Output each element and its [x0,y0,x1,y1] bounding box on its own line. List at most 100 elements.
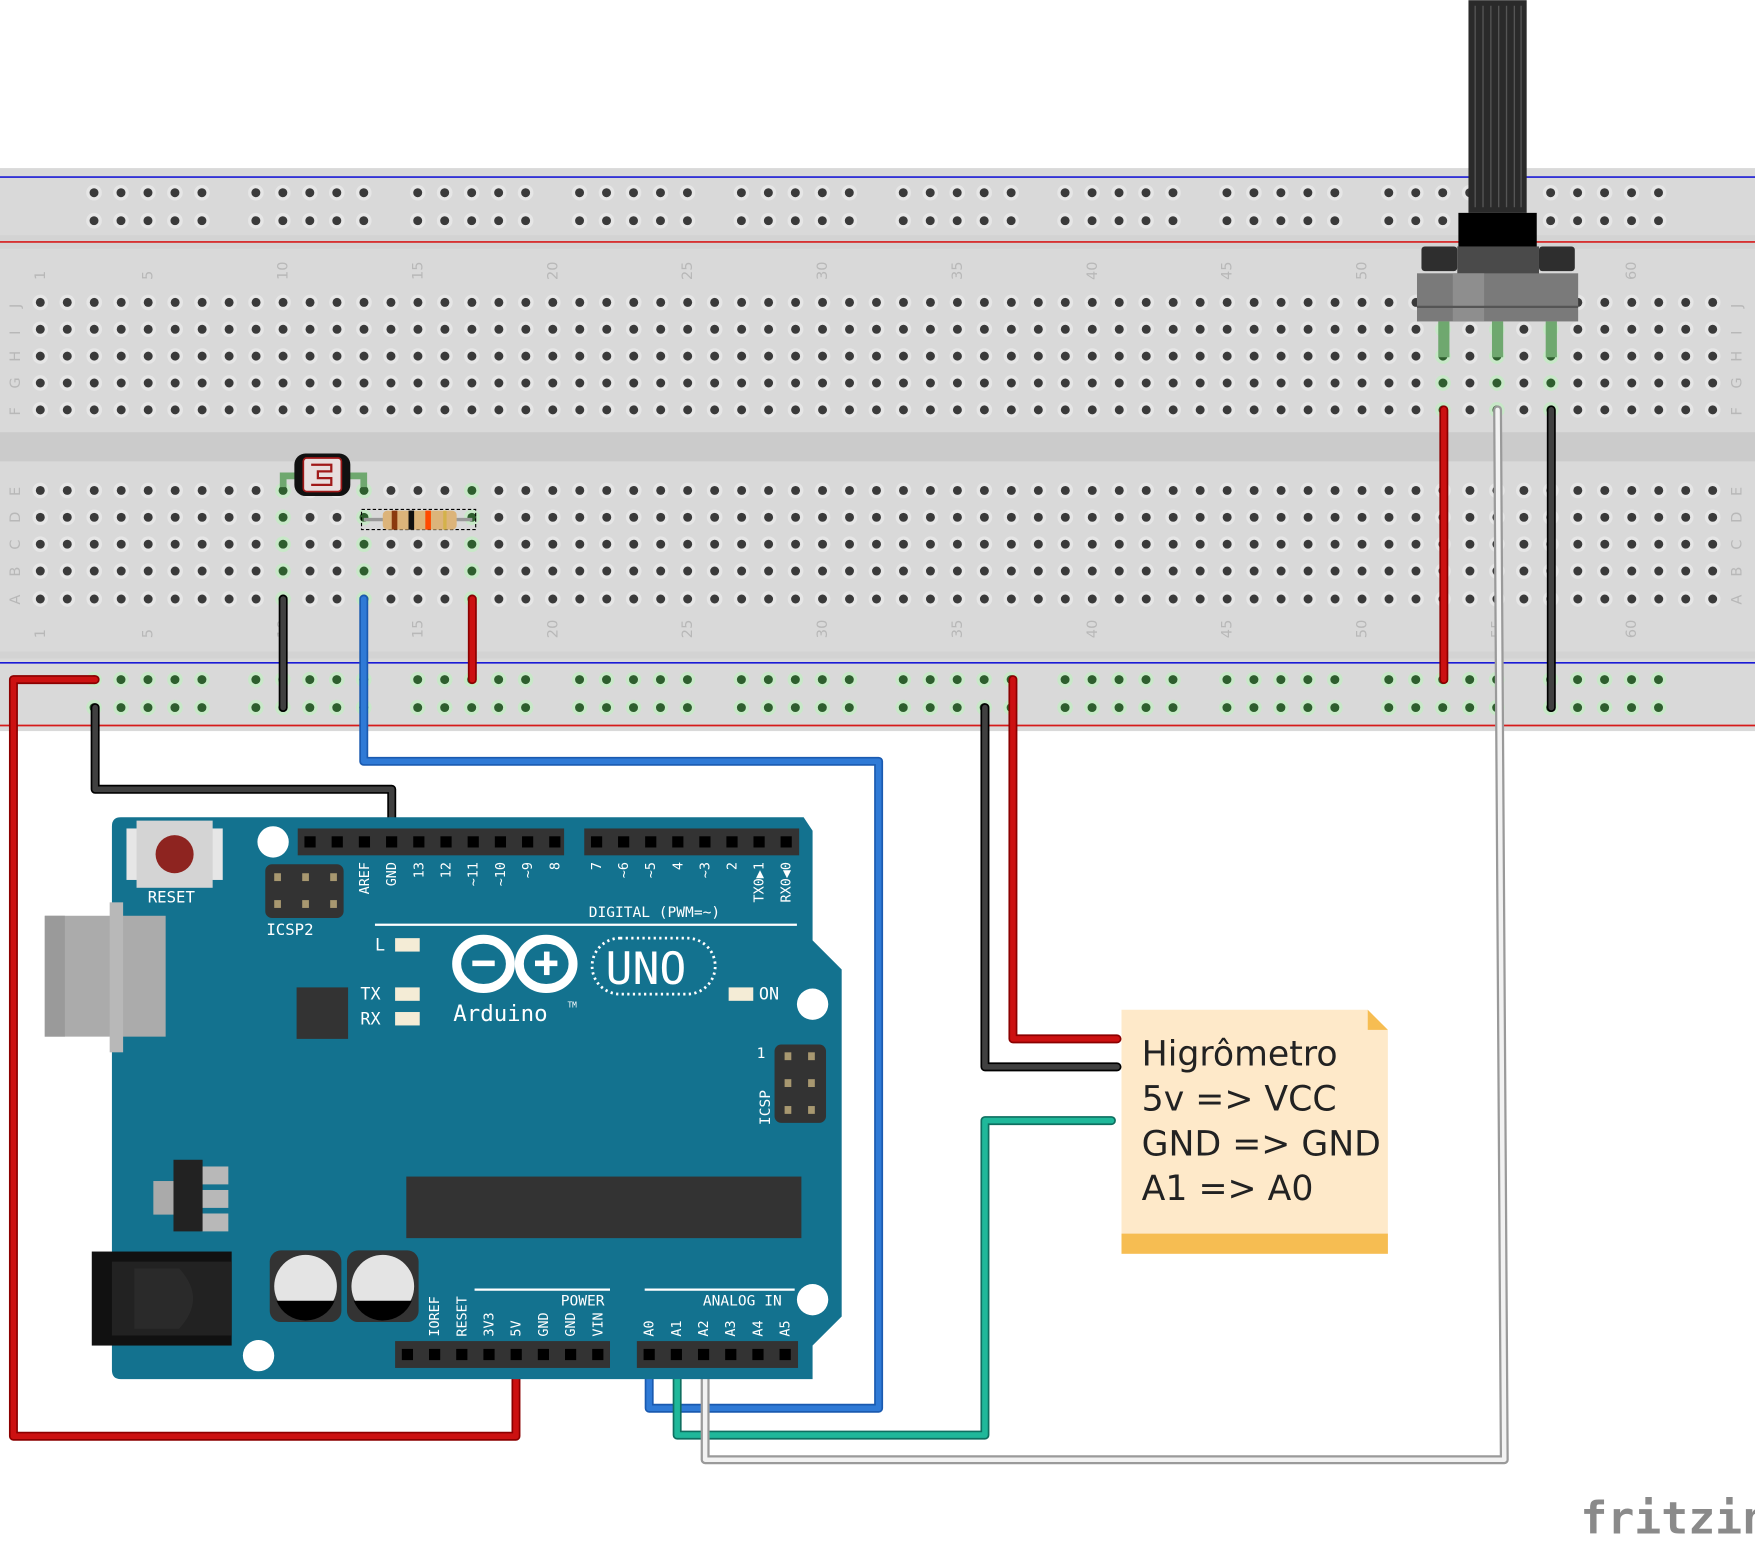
breadboard-hole[interactable] [413,566,423,576]
breadboard-hole[interactable] [1627,675,1637,685]
breadboard-hole[interactable] [467,324,477,334]
breadboard-hole[interactable] [790,216,800,226]
breadboard-hole[interactable] [925,485,935,495]
breadboard-hole[interactable] [521,703,531,713]
breadboard-hole[interactable] [305,216,315,226]
breadboard-hole[interactable] [1627,324,1637,334]
breadboard-hole[interactable] [1168,566,1178,576]
breadboard-hole[interactable] [1087,216,1097,226]
breadboard-hole[interactable] [1168,539,1178,549]
breadboard-hole[interactable] [1465,324,1475,334]
breadboard-hole[interactable] [1654,297,1664,307]
breadboard-hole[interactable] [467,405,477,415]
breadboard-hole[interactable] [1006,566,1016,576]
breadboard-hole[interactable] [1573,405,1583,415]
breadboard-hole[interactable] [1141,324,1151,334]
breadboard-hole[interactable] [1654,703,1663,713]
breadboard-hole[interactable] [440,216,450,226]
breadboard-hole[interactable] [1681,539,1691,549]
breadboard-hole[interactable] [332,378,342,388]
breadboard-hole[interactable] [116,378,126,388]
breadboard-hole[interactable] [602,485,612,495]
breadboard-hole[interactable] [1438,703,1448,713]
breadboard-hole[interactable] [1168,675,1178,685]
breadboard-hole[interactable] [1303,378,1313,388]
breadboard-hole[interactable] [170,485,180,495]
breadboard-hole[interactable] [143,539,153,549]
breadboard-hole[interactable] [791,351,801,361]
breadboard-hole[interactable] [629,566,639,576]
breadboard-hole[interactable] [925,703,935,713]
breadboard-hole[interactable] [1195,405,1205,415]
breadboard-hole[interactable] [1600,539,1610,549]
breadboard-hole[interactable] [575,378,585,388]
breadboard-hole[interactable] [764,378,774,388]
breadboard-hole[interactable] [844,675,854,685]
breadboard-hole[interactable] [1600,351,1610,361]
photoresistor[interactable] [279,453,368,497]
breadboard-hole[interactable] [359,188,369,198]
breadboard-hole[interactable] [872,351,881,361]
breadboard-hole[interactable] [440,297,450,307]
breadboard-hole[interactable] [440,405,450,415]
breadboard-hole[interactable] [818,485,828,495]
breadboard-hole[interactable] [332,675,342,685]
breadboard-hole[interactable] [1060,216,1070,226]
breadboard-hole[interactable] [197,188,207,198]
breadboard-hole[interactable] [1006,188,1016,198]
breadboard-hole[interactable] [979,594,989,604]
breadboard-hole[interactable] [1546,378,1556,388]
breadboard-hole[interactable] [683,405,693,415]
breadboard-hole[interactable] [791,297,801,307]
breadboard-hole[interactable] [251,351,261,361]
breadboard-hole[interactable] [1249,351,1259,361]
breadboard-hole[interactable] [818,297,828,307]
breadboard-hole[interactable] [251,512,261,522]
breadboard-hole[interactable] [35,378,45,388]
breadboard-hole[interactable] [1573,566,1583,576]
breadboard-hole[interactable] [1708,594,1718,604]
breadboard-hole[interactable] [62,539,72,549]
breadboard-hole[interactable] [224,566,234,576]
breadboard-hole[interactable] [1384,216,1394,226]
breadboard-hole[interactable] [1303,297,1313,307]
breadboard-hole[interactable] [656,405,666,415]
breadboard-hole[interactable] [1114,675,1124,685]
breadboard-hole[interactable] [979,675,989,685]
breadboard-hole[interactable] [872,594,881,604]
breadboard-hole[interactable] [1411,703,1421,713]
breadboard-hole[interactable] [1276,188,1286,198]
breadboard-hole[interactable] [386,566,396,576]
breadboard-hole[interactable] [1600,594,1610,604]
breadboard-hole[interactable] [763,703,773,713]
breadboard-hole[interactable] [1087,378,1097,388]
breadboard-hole[interactable] [1411,188,1421,198]
breadboard-hole[interactable] [898,216,908,226]
breadboard-hole[interactable] [1681,351,1691,361]
header-pin[interactable] [401,1348,414,1361]
header-pin[interactable] [483,1348,495,1361]
breadboard-hole[interactable] [197,675,207,685]
breadboard-hole[interactable] [1276,539,1286,549]
breadboard-hole[interactable] [1519,378,1529,388]
breadboard-hole[interactable] [386,378,396,388]
breadboard-hole[interactable] [952,675,962,685]
breadboard-hole[interactable] [62,594,72,604]
breadboard-hole[interactable] [1465,566,1475,576]
breadboard-hole[interactable] [979,188,989,198]
breadboard-hole[interactable] [1357,405,1367,415]
header-pin[interactable] [537,1348,549,1361]
breadboard-hole[interactable] [197,512,207,522]
breadboard-hole[interactable] [1600,566,1610,576]
breadboard-hole[interactable] [1276,297,1286,307]
breadboard-hole[interactable] [35,485,45,495]
breadboard-hole[interactable] [1708,566,1718,576]
breadboard-hole[interactable] [1249,512,1259,522]
breadboard-hole[interactable] [737,405,747,415]
header-pin[interactable] [510,1348,522,1361]
breadboard-hole[interactable] [332,216,342,226]
breadboard-hole[interactable] [898,188,908,198]
breadboard-hole[interactable] [1465,351,1475,361]
breadboard-hole[interactable] [602,566,612,576]
breadboard-hole[interactable] [1465,405,1475,415]
